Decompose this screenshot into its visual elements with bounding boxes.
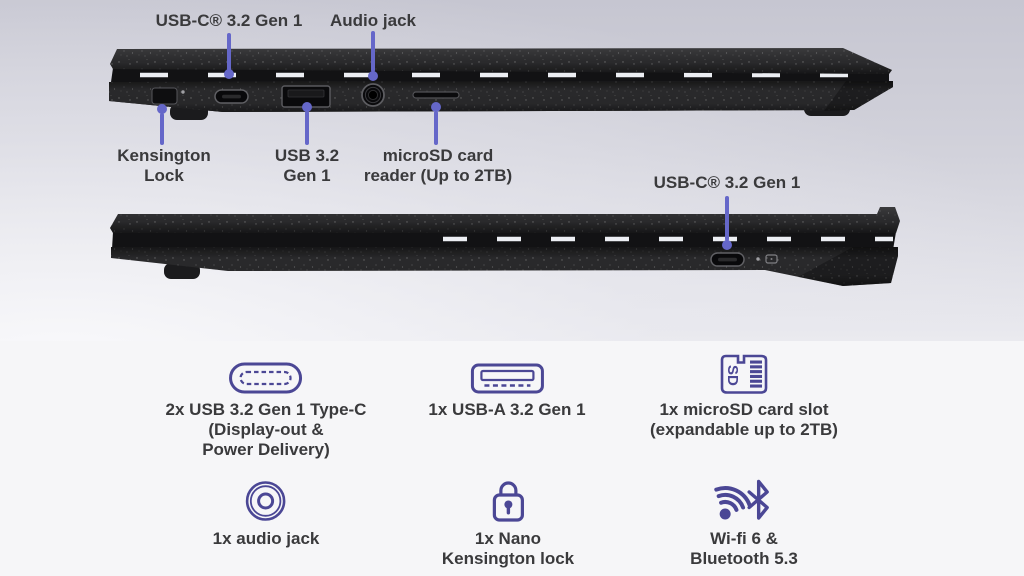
- feature-caption: Wi-fi 6 & Bluetooth 5.3: [690, 529, 798, 568]
- microsd-slot: [412, 91, 460, 99]
- label-kensington-lock: Kensington Lock: [117, 146, 211, 185]
- nano-kensington-lock-icon: [442, 477, 574, 523]
- callout-dot: [368, 71, 378, 81]
- laptop-left-side-view: [109, 48, 893, 120]
- label-usb-a: USB 3.2 Gen 1: [274, 146, 340, 185]
- label-microsd-reader: microSD card reader (Up to 2TB): [363, 146, 513, 185]
- feature-kensington-lock: 1x Nano Kensington lock: [442, 477, 574, 569]
- hero-section: USB-C® 3.2 Gen 1 Audio jack Kensington L…: [0, 0, 1024, 341]
- feature-wifi-bluetooth: Wi-fi 6 & Bluetooth 5.3: [690, 477, 798, 569]
- label-audio-jack: Audio jack: [330, 11, 416, 30]
- callout-line: [725, 196, 729, 241]
- status-led: [181, 90, 185, 94]
- feature-microsd-slot: SD 1x microSD card slot (expandable up t…: [650, 350, 838, 440]
- feature-audio-jack: 1x audio jack: [212, 477, 320, 549]
- callout-line: [160, 113, 164, 145]
- feature-caption: 2x USB 3.2 Gen 1 Type-C (Display-out & P…: [165, 400, 367, 459]
- callout-line: [305, 111, 309, 145]
- feature-caption: 1x Nano Kensington lock: [441, 529, 575, 568]
- usb-a-port-icon: [428, 350, 585, 394]
- laptop-right-side-view: [110, 207, 900, 286]
- callout-dot: [224, 69, 234, 79]
- audio-jack-icon: [213, 477, 320, 523]
- usb-c-port-icon: [166, 350, 367, 394]
- label-usb-c-left: USB-C® 3.2 Gen 1: [155, 11, 303, 30]
- sd-icon-text: SD: [724, 365, 741, 386]
- status-led: [756, 257, 760, 261]
- microsd-card-icon: SD: [650, 350, 838, 394]
- kensington-lock-slot: [151, 87, 178, 105]
- feature-caption: 1x USB-A 3.2 Gen 1: [428, 400, 586, 419]
- callout-line: [371, 31, 375, 72]
- feature-caption: 1x audio jack: [212, 529, 320, 548]
- callout-line: [434, 111, 438, 145]
- callout-line: [227, 33, 231, 71]
- laptop-foot: [164, 263, 200, 279]
- label-usb-c-right: USB-C® 3.2 Gen 1: [653, 173, 801, 192]
- callout-dot: [722, 240, 732, 250]
- callout-dot: [302, 102, 312, 112]
- indicator-icon: [765, 254, 778, 264]
- feature-caption: 1x microSD card slot (expandable up to 2…: [650, 400, 838, 439]
- feature-usb-a-port: 1x USB-A 3.2 Gen 1: [428, 350, 586, 420]
- callout-dot: [157, 104, 167, 114]
- features-section: 2x USB 3.2 Gen 1 Type-C (Display-out & P…: [0, 341, 1024, 576]
- wifi-bluetooth-icon: [690, 477, 798, 523]
- feature-usb-c-ports: 2x USB 3.2 Gen 1 Type-C (Display-out & P…: [165, 350, 367, 460]
- callout-dot: [431, 102, 441, 112]
